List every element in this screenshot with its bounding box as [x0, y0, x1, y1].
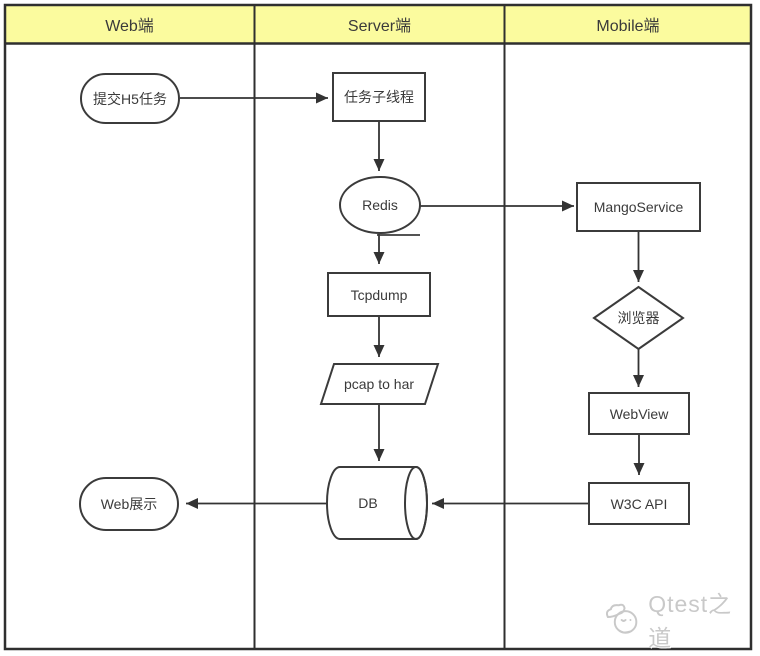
qtest-logo-icon — [605, 603, 638, 634]
node-label-browser: 浏览器 — [617, 310, 660, 326]
node-shape-browser — [592, 285, 685, 351]
lane-header-server: Server端 — [347, 18, 412, 35]
node-label-pcap-to-har: pcap to har — [343, 376, 415, 392]
watermark-text: Qtest之道 — [648, 591, 733, 651]
node-label-redis: Redis — [362, 197, 398, 213]
node-label-db: DB — [358, 495, 378, 511]
node-label-mango-service: MangoService — [593, 199, 684, 215]
node-shape-mango-service — [576, 182, 701, 232]
lane-header-mobile: Mobile端 — [596, 18, 660, 35]
node-shape-redis — [339, 176, 421, 234]
node-shape-pcap-to-har — [319, 363, 440, 405]
node-label-web-display: Web展示 — [100, 496, 158, 512]
node-label-submit-task: 提交H5任务 — [93, 90, 167, 107]
node-label-webview: WebView — [609, 405, 669, 422]
node-label-task-thread: 任务子线程 — [344, 89, 414, 105]
node-shape-webview — [588, 392, 690, 435]
table-outer-border — [3, 3, 753, 651]
node-shape-task-thread — [332, 72, 426, 122]
node-shape-tcpdump — [327, 272, 431, 317]
lane-header-band — [5, 5, 751, 43]
node-shape-db-cap — [404, 466, 428, 540]
node-label-tcpdump: Tcpdump — [350, 286, 408, 303]
node-label-w3c-api: W3C API — [610, 495, 668, 512]
node-shape-submit-task — [80, 73, 180, 124]
node-shape-w3c-api — [588, 482, 690, 525]
node-shape-web-display — [79, 477, 179, 531]
watermark: Qtest之道 — [604, 591, 754, 651]
lane-header-web: Web端 — [105, 18, 154, 35]
